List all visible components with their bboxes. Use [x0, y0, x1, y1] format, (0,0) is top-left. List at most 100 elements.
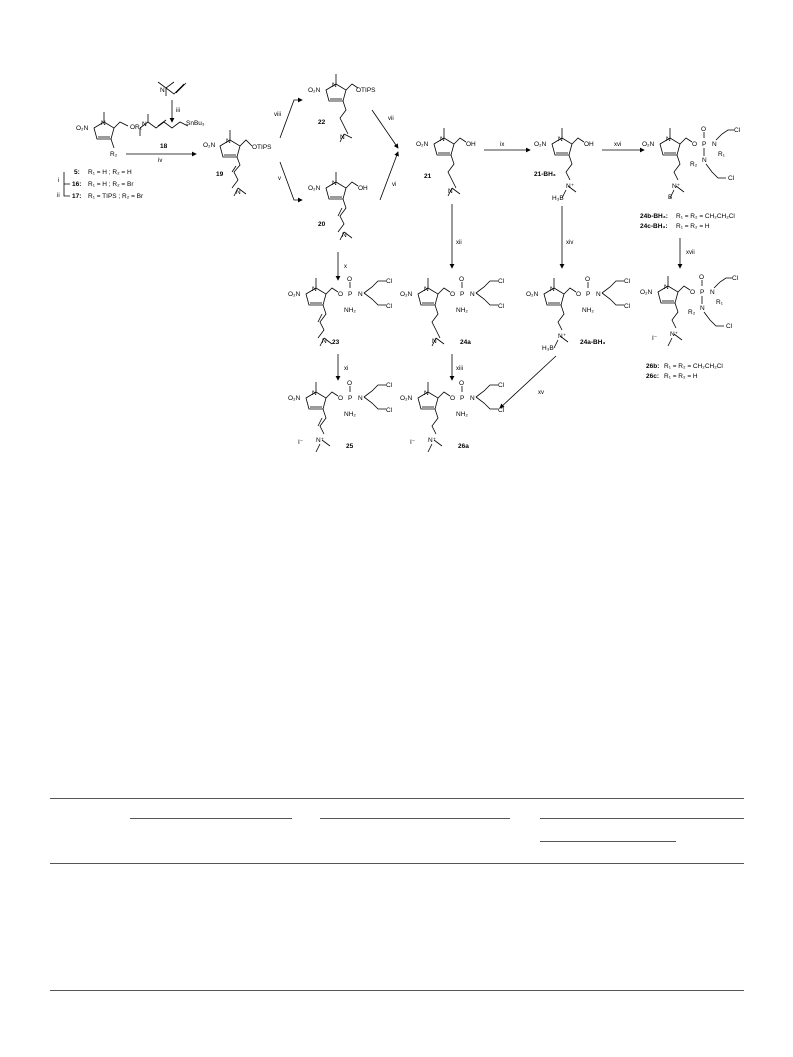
- cl-label: Cl: [734, 127, 741, 134]
- step-xiv-label: xiv: [566, 240, 573, 246]
- table-subcolumn-rule: [540, 841, 676, 842]
- h3b-label: H₃B: [552, 195, 564, 202]
- step-vi-label: vi: [392, 182, 396, 188]
- compound-24c-bh3-label: 24c-BH₃:: [640, 223, 668, 230]
- iodide-label: I⁻: [298, 439, 304, 446]
- iodide-label: I⁻: [410, 439, 416, 446]
- n-label: N: [712, 141, 717, 148]
- cl-label: Cl: [726, 323, 733, 330]
- nplus-label: N⁺: [670, 331, 679, 338]
- or1-label: OR₁: [130, 124, 143, 131]
- table-column-rule-3: [540, 818, 744, 819]
- structure-20: O₂N N OH N: [308, 171, 368, 241]
- step-x-label: x: [344, 264, 347, 270]
- compound-26a-label: 26a: [458, 443, 469, 450]
- structure-24bc-bh3: O₂N N O P O N Cl R₁ N R₂ Cl N⁺ B: [642, 126, 741, 201]
- cl-label: Cl: [498, 407, 505, 414]
- n-label: N: [358, 395, 363, 402]
- no2-label: O₂N: [534, 141, 547, 148]
- n-label: N: [322, 338, 327, 345]
- compound-24b-bh3-label: 24b-BH₃:: [640, 213, 668, 220]
- p-label: P: [460, 395, 464, 402]
- arrow-step-vii: [371, 109, 399, 149]
- arrow-step-xv: [499, 355, 557, 409]
- no2-label: O₂N: [642, 141, 655, 148]
- no2-label: O₂N: [640, 289, 653, 296]
- compound-22-label: 22: [318, 119, 326, 126]
- no2-label: O₂N: [526, 291, 539, 298]
- nh2-label: NH₂: [456, 307, 468, 314]
- nplus-label: N⁺: [566, 183, 575, 190]
- cl-label: Cl: [498, 278, 505, 285]
- structure-26a: O₂N N O P O NH₂ N Cl Cl N⁺ I⁻: [400, 380, 505, 453]
- cl-label: Cl: [386, 407, 393, 414]
- step-vii-label: vii: [388, 116, 394, 122]
- no2-label: O₂N: [308, 87, 321, 94]
- compound-21-bh3-label: 21-BH₃: [534, 171, 556, 178]
- p-label: P: [586, 291, 590, 298]
- structure-23: O₂N N O P O NH₂ N Cl Cl N: [288, 276, 393, 347]
- cl-label: Cl: [728, 175, 735, 182]
- n-label: N: [448, 188, 453, 195]
- otips-label: OTIPS: [252, 144, 272, 151]
- compound-16-label: 16:: [72, 181, 81, 188]
- nh2-label: NH₂: [344, 411, 356, 418]
- r2-label: R₂: [688, 309, 696, 316]
- cl-label: Cl: [498, 382, 505, 389]
- step-v-label: v: [278, 176, 281, 182]
- structure-24a-bh3: O₂N N O P O NH₂ N Cl Cl N⁺ H₃B: [526, 276, 631, 352]
- n-label: N: [236, 189, 241, 196]
- n-label: N: [710, 289, 715, 296]
- no2-label: O₂N: [288, 395, 301, 402]
- compound-26c-label: 26c:: [646, 373, 659, 380]
- b-label: B: [668, 194, 672, 201]
- n-label: N: [702, 157, 707, 164]
- iodide-label: I⁻: [652, 335, 658, 342]
- nh2-label: NH₂: [344, 307, 356, 314]
- compound-17-substituents: R₁ = TIPS ; R₂ = Br: [88, 193, 144, 200]
- step-xv-label: xv: [538, 390, 544, 396]
- step-xii-label: xii: [456, 240, 462, 246]
- n-label: N: [332, 180, 337, 187]
- no2-label: O₂N: [203, 142, 216, 149]
- structure-25: O₂N N O P O NH₂ N Cl Cl N⁺ I⁻: [288, 380, 393, 453]
- n-label: N: [550, 286, 555, 293]
- cl-label: Cl: [498, 303, 505, 310]
- table-bottom-rule: [50, 990, 744, 991]
- step-xvii-label: xvii: [686, 250, 695, 256]
- p-label: P: [460, 291, 464, 298]
- r1-label: R₁: [716, 299, 724, 306]
- structure-19: O₂N N OTIPS N: [203, 129, 272, 197]
- compound-23-label: 23: [332, 339, 340, 346]
- oh-label: OH: [466, 141, 476, 148]
- compound-20-label: 20: [318, 221, 326, 228]
- n-label: N: [470, 395, 475, 402]
- p-label: P: [348, 291, 352, 298]
- o-label: O: [450, 395, 455, 402]
- n-label: N: [342, 232, 347, 239]
- n-label: N: [312, 286, 317, 293]
- r2-label: R₂: [690, 161, 698, 168]
- compound-17-label: 17:: [72, 193, 81, 200]
- compound-5-substituents: R₁ = H ; R₂ = H: [88, 169, 132, 176]
- no2-label: O₂N: [400, 291, 413, 298]
- compound-25-label: 25: [346, 443, 354, 450]
- o-label: O: [450, 291, 455, 298]
- cl-label: Cl: [624, 303, 631, 310]
- compound-24a-bh3-label: 24a-BH₃: [580, 339, 605, 346]
- o-label: O: [347, 380, 352, 387]
- oh-label: OH: [358, 185, 368, 192]
- step-bracket: [63, 172, 70, 197]
- p-label: P: [348, 395, 352, 402]
- no2-label: O₂N: [308, 185, 321, 192]
- table-header-rule: [50, 863, 744, 864]
- o-label: O: [690, 289, 695, 296]
- p-label: P: [700, 289, 704, 296]
- n-label: N: [666, 136, 671, 143]
- propargylamine-structure: N: [157, 81, 187, 96]
- n-label: N: [470, 291, 475, 298]
- structure-24a: O₂N N O P O NH₂ N Cl Cl N: [400, 276, 505, 347]
- o-label: O: [699, 274, 704, 281]
- stannyl-label: SnBu₃: [186, 120, 205, 127]
